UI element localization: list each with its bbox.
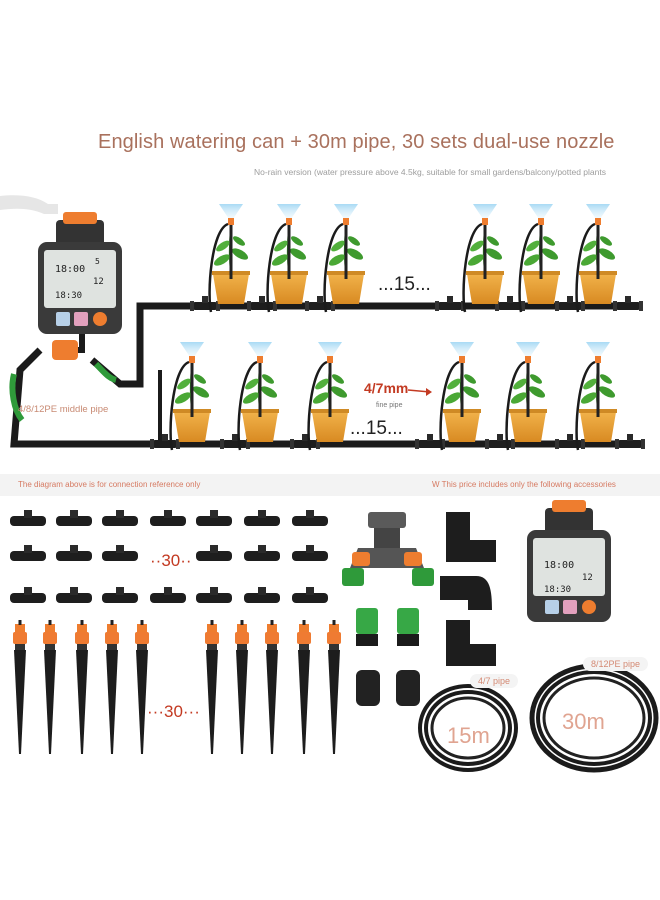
spike-nozzle bbox=[327, 620, 341, 754]
end-plug bbox=[356, 670, 380, 706]
tee-connector bbox=[10, 545, 46, 561]
tee-connector bbox=[10, 587, 46, 603]
tee-connector bbox=[196, 587, 232, 603]
main-pipe-upper bbox=[89, 302, 640, 388]
tee-connector bbox=[56, 587, 92, 603]
tee-connector bbox=[56, 545, 92, 561]
spike-nozzle bbox=[265, 620, 279, 754]
timer-digit-text: 5 bbox=[95, 257, 100, 266]
page-title: English watering can + 30m pipe, 30 sets… bbox=[98, 131, 615, 153]
plant-pot bbox=[208, 202, 252, 314]
tee-connector bbox=[56, 510, 92, 526]
fine-pipe-size-label: 4/7mm bbox=[364, 380, 409, 396]
adapter-green bbox=[356, 608, 378, 634]
spike-nozzle bbox=[43, 620, 57, 754]
coil-15-label: 15m bbox=[447, 723, 490, 748]
row-count-upper: ...15... bbox=[378, 274, 431, 295]
connector-count-label: ··30·· bbox=[150, 551, 192, 570]
coil-30-label: 30m bbox=[562, 709, 605, 734]
spike-nozzle bbox=[135, 620, 149, 754]
pipe-812-tag: 8/12PE pipe bbox=[583, 657, 649, 671]
tee-connector bbox=[10, 510, 46, 526]
spike-nozzle bbox=[205, 620, 219, 754]
row-count-lower: ...15... bbox=[350, 418, 403, 439]
connector-grid bbox=[10, 510, 328, 603]
tee-connector bbox=[196, 545, 232, 561]
note-bar bbox=[0, 474, 660, 496]
spike-nozzle bbox=[297, 620, 311, 754]
svg-text:18:00: 18:00 bbox=[544, 560, 574, 571]
svg-text:18:30: 18:30 bbox=[544, 585, 571, 595]
tee-connector bbox=[244, 510, 280, 526]
elbow-connectors bbox=[440, 512, 496, 666]
spike-nozzle bbox=[75, 620, 89, 754]
tee-connector bbox=[102, 587, 138, 603]
tee-connector bbox=[292, 545, 328, 561]
tee-connector bbox=[196, 510, 232, 526]
y-splitter-accessory bbox=[342, 512, 434, 586]
tee-connector bbox=[102, 545, 138, 561]
tee-connector bbox=[292, 587, 328, 603]
spike-nozzle bbox=[105, 620, 119, 754]
pipe-47-tag: 4/7 pipe bbox=[470, 674, 519, 688]
spike-nozzle bbox=[235, 620, 249, 754]
coil-15m bbox=[418, 684, 518, 772]
tee-connector bbox=[102, 510, 138, 526]
tee-connector bbox=[150, 510, 186, 526]
note-left: The diagram above is for connection refe… bbox=[18, 480, 201, 489]
tee-connector bbox=[292, 510, 328, 526]
middle-pipe-label: 4/8/12PE middle pipe bbox=[18, 404, 109, 415]
tee-connector bbox=[244, 545, 280, 561]
spike-nozzle bbox=[13, 620, 27, 754]
note-right: W This price includes only the following… bbox=[432, 480, 616, 489]
svg-text:12: 12 bbox=[582, 573, 593, 583]
y-splitter bbox=[52, 340, 78, 360]
timer-run-text: 12 bbox=[93, 277, 104, 287]
timer-time-text: 18:00 bbox=[55, 264, 85, 275]
faucet-icon bbox=[0, 195, 58, 214]
page-subtitle: No-rain version (water pressure above 4.… bbox=[254, 167, 606, 177]
timer-start-text: 18:30 bbox=[55, 291, 82, 301]
tee-connector bbox=[150, 587, 186, 603]
nozzle-count-label: ···30··· bbox=[147, 702, 200, 721]
tee-connector bbox=[244, 587, 280, 603]
fine-pipe-label: fine pipe bbox=[376, 402, 403, 409]
